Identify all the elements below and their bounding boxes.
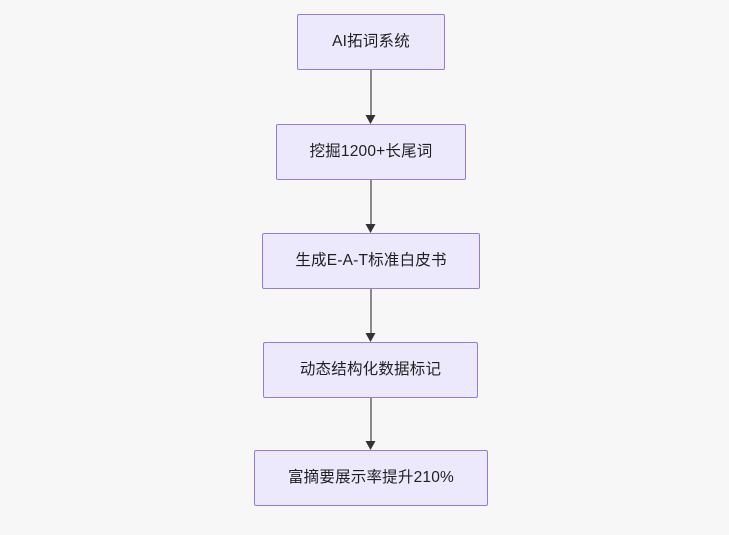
flowchart-node-5-label: 富摘要展示率提升210% bbox=[287, 469, 455, 487]
flowchart-node-4-label: 动态结构化数据标记 bbox=[299, 361, 442, 379]
arrow-head-icon bbox=[365, 224, 376, 233]
arrow-head-icon bbox=[365, 333, 376, 342]
edge-line bbox=[370, 70, 372, 117]
arrow-head-icon bbox=[365, 115, 376, 124]
edge-line bbox=[370, 289, 372, 335]
flowchart-node-1[interactable]: AI拓词系统 bbox=[297, 14, 445, 70]
arrow-head-icon bbox=[365, 441, 376, 450]
flowchart-node-5[interactable]: 富摘要展示率提升210% bbox=[254, 450, 488, 506]
flowchart-node-4[interactable]: 动态结构化数据标记 bbox=[263, 342, 478, 398]
flowchart-node-2-label: 挖掘1200+长尾词 bbox=[309, 143, 433, 161]
flowchart-node-3-label: 生成E-A-T标准白皮书 bbox=[295, 252, 447, 270]
flowchart-node-1-label: AI拓词系统 bbox=[332, 33, 410, 51]
edge-line bbox=[370, 398, 372, 443]
flowchart-node-2[interactable]: 挖掘1200+长尾词 bbox=[276, 124, 466, 180]
edge-line bbox=[370, 180, 372, 226]
flowchart-node-3[interactable]: 生成E-A-T标准白皮书 bbox=[262, 233, 480, 289]
